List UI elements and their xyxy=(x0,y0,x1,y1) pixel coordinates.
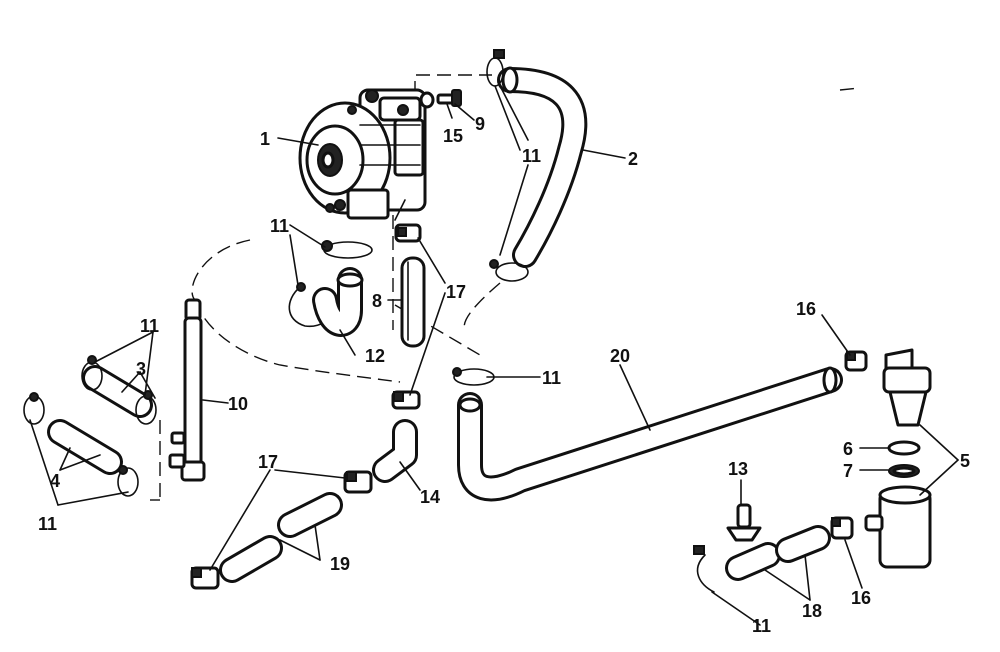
fuel-hose-20 xyxy=(457,366,843,502)
screw xyxy=(436,89,462,107)
clear-fuel-tube xyxy=(400,256,426,348)
callout-6: 6 xyxy=(843,439,853,459)
fuel-filter-bowl xyxy=(864,485,932,569)
callout-17-lower: 17 xyxy=(258,452,278,472)
callout-5: 5 xyxy=(960,451,970,471)
callout-16-upper: 16 xyxy=(796,299,816,319)
callout-11-pump-hose: 11 xyxy=(522,146,541,166)
fuel-filter-cap xyxy=(882,348,932,427)
hose-fitting-4 xyxy=(23,392,139,497)
hose-pieces-19 xyxy=(219,492,343,583)
hose-clamp-bottom-right xyxy=(693,545,715,593)
hose-clamp-17-upper xyxy=(394,223,422,243)
o-ring-6 xyxy=(887,440,921,456)
callout-15: 15 xyxy=(443,126,463,146)
fuel-line-tube xyxy=(168,298,206,482)
elbow-hose xyxy=(312,267,364,337)
callout-13: 13 xyxy=(728,459,748,479)
callout-14: 14 xyxy=(420,487,440,507)
callout-11-fitting-3: 11 xyxy=(140,316,159,336)
callout-19: 19 xyxy=(330,554,350,574)
callout-20: 20 xyxy=(610,346,630,366)
hose-clamp-top xyxy=(486,49,521,151)
hose-pieces-18 xyxy=(725,525,831,581)
fuel-pump xyxy=(298,88,427,220)
callout-7: 7 xyxy=(843,461,853,481)
washer xyxy=(419,91,435,109)
callout-11-near-12: 11 xyxy=(270,216,289,236)
callout-8: 8 xyxy=(372,291,382,311)
callout-11-near-20: 11 xyxy=(542,368,561,388)
fitting-13 xyxy=(726,503,762,542)
callout-labels: 1 2 3 4 5 6 7 8 9 10 11 11 11 11 11 11 1… xyxy=(38,114,970,636)
callout-1: 1 xyxy=(260,129,270,149)
callout-12: 12 xyxy=(365,346,385,366)
dashed-routing-lines xyxy=(150,74,861,501)
callout-16-lower: 16 xyxy=(851,588,871,608)
callout-18: 18 xyxy=(802,601,822,621)
callout-2: 2 xyxy=(628,149,638,169)
o-ring-7 xyxy=(888,464,920,478)
hose-clamp-17-left-lower xyxy=(190,566,220,590)
fuel-hose-2 xyxy=(497,66,588,268)
callout-17-upper: 17 xyxy=(446,282,466,302)
hose-clamp-16-lower xyxy=(830,516,854,540)
callout-4: 4 xyxy=(50,471,60,491)
leader-lines xyxy=(29,81,959,626)
hose-clamp-lower xyxy=(489,259,529,282)
callout-3: 3 xyxy=(136,359,146,379)
hose-clamp-16-upper xyxy=(844,350,868,372)
hose-fitting-3 xyxy=(81,355,157,425)
callout-10: 10 xyxy=(228,394,248,414)
callout-9: 9 xyxy=(475,114,485,134)
callout-11-fitting-4: 11 xyxy=(38,514,57,534)
callout-11-bottom-right: 11 xyxy=(752,616,771,636)
hose-clamp-17-lower xyxy=(391,390,421,410)
hose-clamp-17-left-upper xyxy=(343,470,373,494)
elbow-fitting xyxy=(372,419,418,483)
